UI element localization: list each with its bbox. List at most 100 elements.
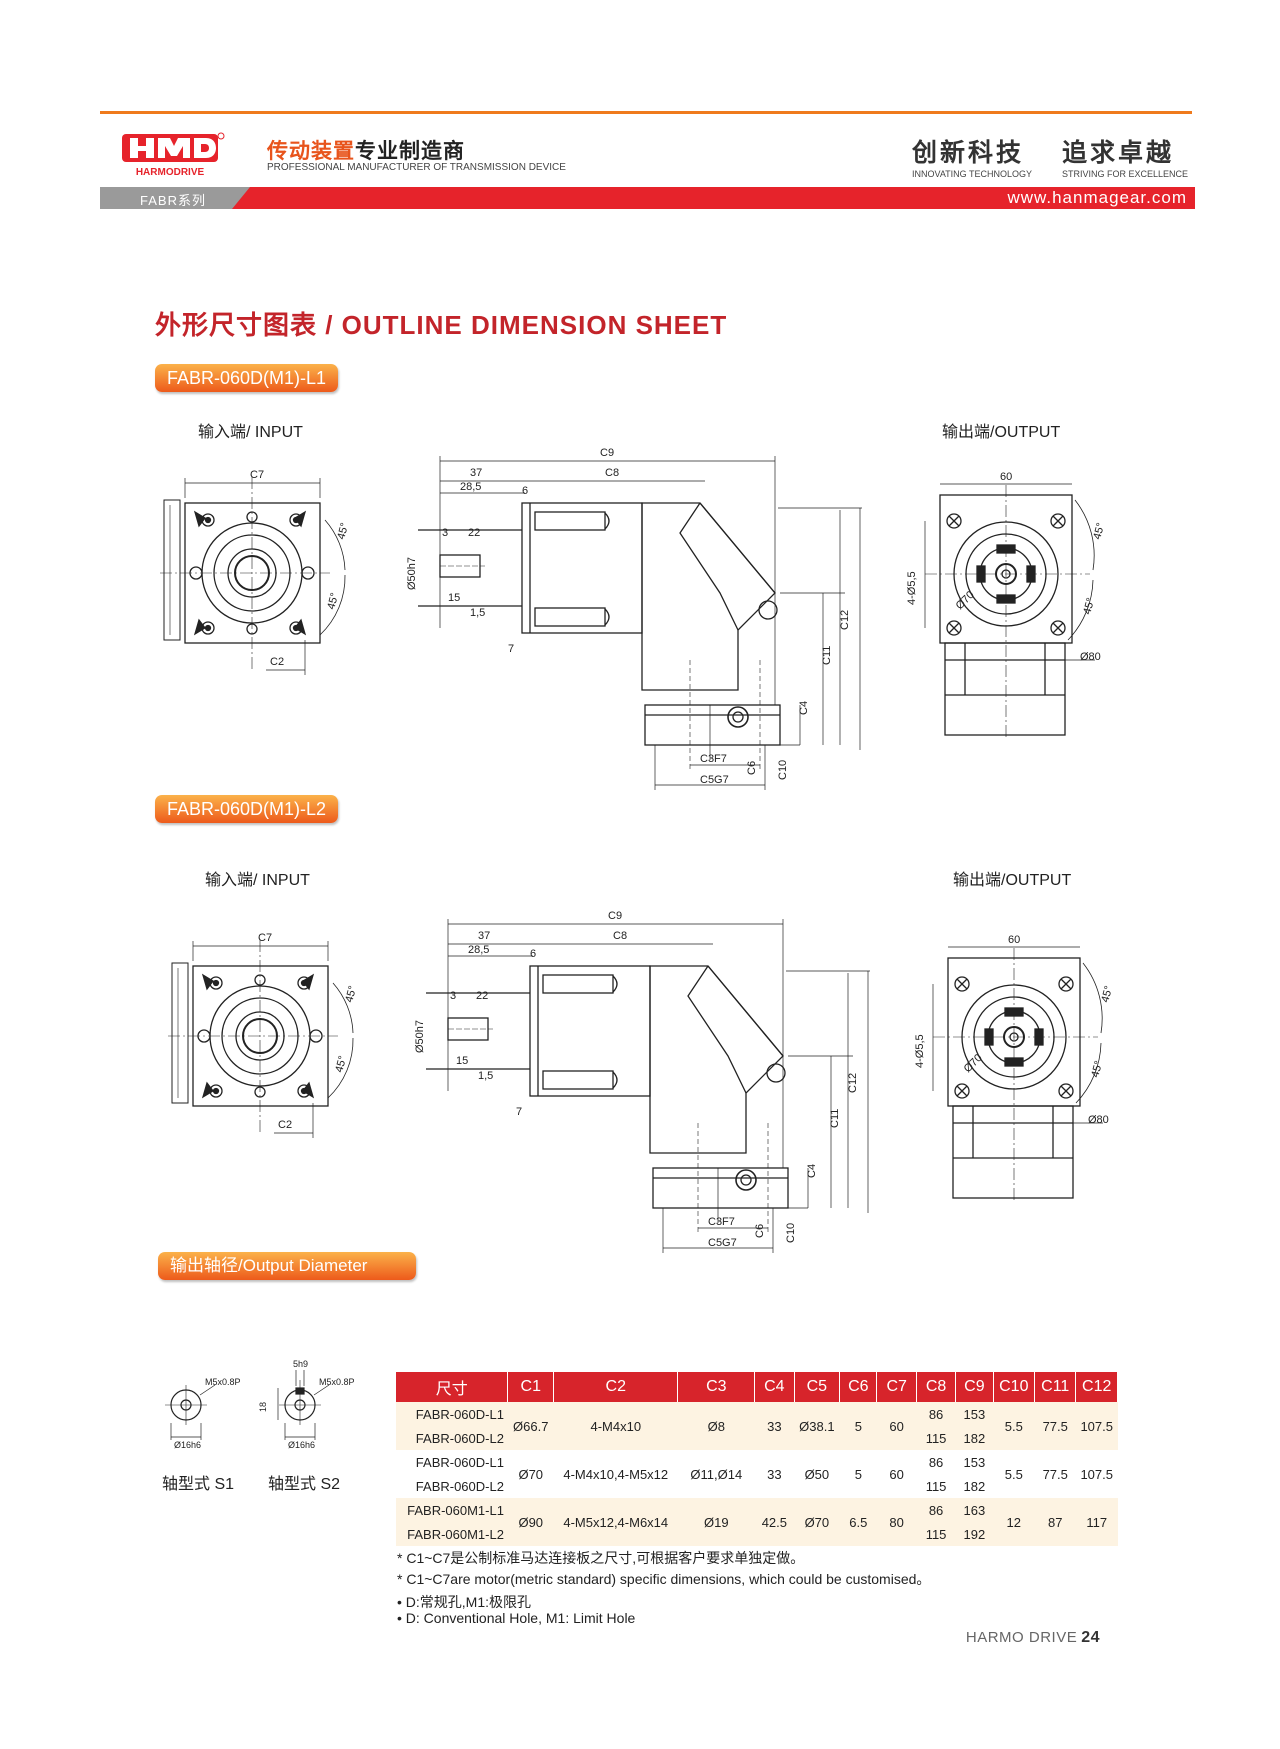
svg-text:C8: C8 — [613, 930, 627, 942]
svg-text:4-Ø5,5: 4-Ø5,5 — [914, 1034, 926, 1068]
table-header-row: 尺寸 C1 C2 C3 C4 C5 C6 C7 C8 C9 C10 C11 C1… — [396, 1372, 1118, 1402]
svg-text:C11: C11 — [821, 646, 833, 665]
table-row: FABR-060D-L1 Ø66.7 4-M4x10 Ø8 33 Ø38.1 5… — [396, 1402, 1118, 1450]
svg-text:Ø80: Ø80 — [1080, 651, 1101, 663]
svg-text:6: 6 — [530, 948, 536, 960]
svg-text:C6: C6 — [754, 1224, 766, 1238]
svg-text:C9: C9 — [600, 447, 614, 459]
svg-text:45°: 45° — [333, 1055, 349, 1074]
svg-text:45°: 45° — [1081, 597, 1097, 616]
slogan-innovating: 创新科技 INNOVATING TECHNOLOGY — [912, 138, 1033, 179]
svg-text:3: 3 — [442, 527, 448, 539]
col-header: C8 — [916, 1372, 957, 1402]
svg-text:7: 7 — [508, 643, 514, 655]
svg-text:22: 22 — [468, 527, 480, 539]
svg-text:Ø16h6: Ø16h6 — [288, 1440, 315, 1450]
svg-text:3: 3 — [450, 990, 456, 1002]
col-header: C12 — [1075, 1372, 1118, 1402]
svg-text:45°: 45° — [1099, 985, 1115, 1004]
table-row: FABR-060D-L2 115 182 — [396, 1474, 1118, 1498]
col-header: C1 — [507, 1372, 555, 1402]
svg-text:18: 18 — [258, 1402, 268, 1412]
col-header: C2 — [553, 1372, 679, 1402]
svg-text:60: 60 — [1000, 471, 1012, 483]
svg-text:HARMODRIVE: HARMODRIVE — [136, 167, 205, 178]
svg-text:37: 37 — [478, 930, 490, 942]
svg-text:C5G7: C5G7 — [700, 774, 729, 786]
svg-text:Ø50h7: Ø50h7 — [414, 1020, 426, 1053]
svg-text:C6: C6 — [746, 761, 758, 775]
svg-text:Ø80: Ø80 — [1088, 1114, 1109, 1126]
svg-text:45°: 45° — [1091, 522, 1107, 541]
svg-text:C5G7: C5G7 — [708, 1237, 737, 1249]
note-hole-cn: • D:常规孔,M1:极限孔 — [397, 1594, 532, 1610]
shaft-type-s1: 轴型式 S1 — [162, 1476, 235, 1493]
svg-text:45°: 45° — [1089, 1060, 1105, 1079]
shaft-labels: M5x0.8P Ø16h6 M5x0.8P Ø16h6 5h9 18 — [174, 1359, 355, 1450]
svg-text:37: 37 — [470, 467, 482, 479]
dimension-table: 尺寸 C1 C2 C3 C4 C5 C6 C7 C8 C9 C10 C11 C1… — [396, 1372, 1118, 1546]
svg-text:Ø50h7: Ø50h7 — [406, 557, 418, 590]
svg-text:28,5: 28,5 — [460, 481, 481, 493]
svg-text:C12: C12 — [847, 1073, 859, 1093]
output-label-l1: 输出端/OUTPUT — [942, 424, 1061, 441]
shaft-type-s2: 轴型式 S2 — [268, 1476, 341, 1493]
svg-text:C4: C4 — [798, 701, 810, 715]
input-label-l1: 输入端/ INPUT — [198, 424, 303, 441]
svg-text:28,5: 28,5 — [468, 944, 489, 956]
header-orange-rule — [100, 111, 1192, 114]
series-label: FABR系列 — [140, 193, 206, 208]
svg-text:C7: C7 — [250, 469, 264, 481]
col-header: C7 — [876, 1372, 917, 1402]
svg-text:45°: 45° — [325, 592, 341, 611]
svg-text:C3F7: C3F7 — [708, 1216, 735, 1228]
col-header: C10 — [993, 1372, 1036, 1402]
svg-text:5h9: 5h9 — [293, 1359, 308, 1369]
col-header: C6 — [839, 1372, 878, 1402]
svg-text:C7: C7 — [258, 932, 272, 944]
svg-text:1,5: 1,5 — [478, 1070, 493, 1082]
col-header: 尺寸 — [396, 1372, 509, 1402]
table-row: FABR-060M1-L1 Ø90 4-M5x12,4-M6x14 Ø19 42… — [396, 1498, 1118, 1546]
page-number: 24 — [1081, 1629, 1100, 1646]
table-row: FABR-060D-L1 Ø70 4-M4x10,4-M5x12 Ø11,Ø14… — [396, 1450, 1118, 1498]
svg-text:60: 60 — [1008, 934, 1020, 946]
input-label-l2: 输入端/ INPUT — [205, 872, 310, 889]
svg-text:45°: 45° — [335, 522, 351, 541]
slogan-striving: 追求卓越 STRIVING FOR EXCELLENCE — [1062, 138, 1189, 179]
col-header: C9 — [955, 1372, 994, 1402]
svg-text:22: 22 — [476, 990, 488, 1002]
svg-text:C2: C2 — [278, 1119, 292, 1131]
note-hole-en: • D: Conventional Hole, M1: Limit Hole — [397, 1610, 636, 1626]
col-header: C4 — [754, 1372, 795, 1402]
sheet-title: 外形尺寸图表 / OUTLINE DIMENSION SHEET — [155, 310, 728, 340]
svg-text:1,5: 1,5 — [470, 607, 485, 619]
svg-text:Ø16h6: Ø16h6 — [174, 1440, 201, 1450]
header-series-tab — [100, 187, 250, 209]
note-en: * C1~C7are motor(metric standard) specif… — [397, 1571, 931, 1587]
svg-text:C3F7: C3F7 — [700, 753, 727, 765]
table-row: FABR-060M1-L2 115 192 — [396, 1522, 1118, 1546]
svg-text:45°: 45° — [343, 985, 359, 1004]
svg-text:C12: C12 — [839, 610, 851, 630]
shaft-sketches — [165, 1370, 330, 1440]
website-link[interactable]: www.hanmagear.com — [1007, 188, 1187, 207]
model-badge-l2: FABR-060D(M1)-L2 — [155, 795, 339, 823]
svg-text:7: 7 — [516, 1106, 522, 1118]
svg-text:4-Ø5,5: 4-Ø5,5 — [906, 571, 918, 605]
svg-text:C9: C9 — [608, 910, 622, 922]
svg-text:C4: C4 — [806, 1164, 818, 1178]
svg-text:M5x0.8P: M5x0.8P — [319, 1377, 355, 1387]
hmd-logo: HARMODRIVE — [122, 132, 225, 178]
col-header: C3 — [677, 1372, 756, 1402]
svg-text:M5x0.8P: M5x0.8P — [205, 1377, 241, 1387]
svg-text:15: 15 — [456, 1055, 468, 1067]
header-red-bar — [100, 187, 1195, 209]
svg-text:C10: C10 — [777, 760, 789, 780]
tagline-en: PROFESSIONAL MANUFACTURER OF TRANSMISSIO… — [267, 162, 566, 173]
col-header: C5 — [794, 1372, 841, 1402]
model-badge-l1: FABR-060D(M1)-L1 — [155, 364, 339, 392]
